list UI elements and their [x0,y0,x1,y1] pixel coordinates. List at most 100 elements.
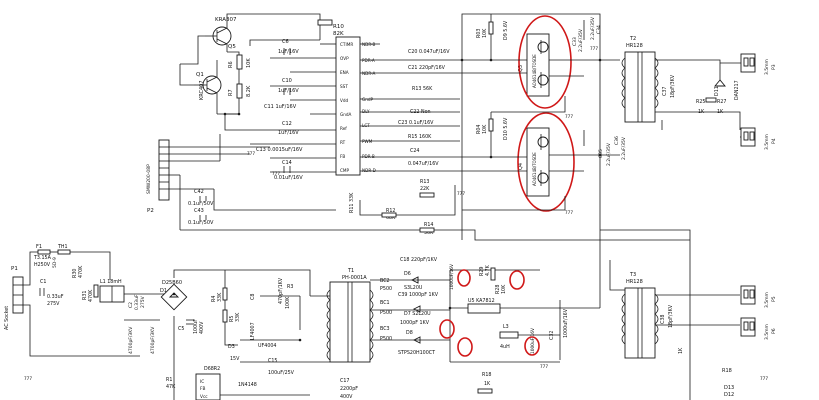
ic-pin-cmp: CMP [340,168,350,173]
value-c3: 4700pF/3KV [128,326,134,354]
ic-pin-vdd: Vdd [340,98,349,103]
label-r15: R15 160K [408,134,432,140]
label-p4-size: 3.5mm [764,134,770,150]
label-r13b: R13 [420,179,429,185]
label-c8: C8 [250,294,256,300]
label-r7: R7 [228,89,234,96]
label-p5: P5 [771,296,777,302]
value-r31: 470K [88,289,94,302]
label-c2: C2 [128,302,134,308]
value-c8: 470pF/1KV [278,277,284,304]
value-r28: 10K [501,284,507,294]
value-r5: 33K [235,312,241,322]
junction-dots [172,58,602,342]
value-c4: 4700pF/3KV [150,326,156,354]
transistor-q1: Q1 KRC407 [194,60,222,104]
top-left-wiring [179,13,321,131]
transformer-t1: T1 PH-0001A [310,268,374,363]
ic-pin-gnda: GndA [340,112,352,117]
label-f1: F1 [36,244,42,250]
label-r11: R11 33K [349,192,355,213]
value-th1: 5D-9 [52,257,58,268]
label-r4: R4 [211,296,217,302]
value-c12: 1uF/16V [278,130,299,136]
label-c13: C13 0.0015uF/16V [256,147,303,153]
value-c36: 2.2uF/35V [621,136,627,160]
label-r28: R28 [495,285,501,294]
value-r7: 8.2K [246,85,252,97]
ground-label-5: 777 [565,210,573,215]
highlight-ring-2 [509,270,525,290]
transformer-t3: T3 HR128 [621,272,659,359]
highlight-ring-5 [524,336,540,356]
value-c38: 18pF/3KV [668,304,674,328]
label-p3-size: 3.5mm [764,59,770,75]
mosfet-q3: R03 10K D9 5.6V Q3 AO4614B/TOSDE [476,15,572,109]
controller-ic: R10 82K CTIMR OVP ENA SST Vdd GndA Ref R… [317,19,376,176]
ground-label-4: 777 [565,114,573,119]
output-connectors: 3.5mm P3 3.5mm P4 3.5mm P5 3.5mm P6 R18 … [720,53,777,398]
ground-label-1: 777 [247,151,255,156]
ac-input: P1 AC Socket F1 T3.15A H250V TH1 5D-9 C1… [4,244,165,357]
value-c25: 1000uF/16V [449,264,455,290]
ic-pin-ndr-b: NDR-B [362,42,375,47]
label-c22: C22 Non [410,109,431,115]
label-c42: C42 [194,189,204,195]
resistor-r6-r7: R6 10K R7 8.2K [228,54,252,99]
label-d6: D6 [404,271,411,277]
label-c23: C23 0.1uF/16V [398,120,434,126]
label-d7: LF4007 [250,322,256,340]
label-kra307: KRA307 [215,17,237,23]
label-p6: P6 [771,328,777,334]
label-d11: D11 [714,86,720,96]
label-r03: R03 [476,29,482,38]
highlight-ring-1 [457,269,471,287]
part-t2: HR128 [626,43,643,49]
value-r3: 100K [285,296,291,309]
label-bc3: BC3 [380,326,390,332]
connector-p2: SMW200-08P P2 C42 0.1uF/50V C43 0.1uF/50… [146,134,336,230]
label-l1: L1 18mH [100,279,122,285]
ic-right-passives: C20 0.047uF/16V C21 220pF/16V R13 56K C2… [180,43,690,241]
value-c42: 0.1uF/50V [188,201,214,207]
value-c2: 0.33uF [134,294,140,310]
value-c9: 1uF/16V [278,49,299,55]
part-q3: AO4614B/TOSDE [532,54,537,88]
ic-pin-gndp: GndP [362,97,374,102]
label-t3: T3 [629,272,636,278]
ic-pin-lct: LCT [362,123,370,128]
label-c10: C10 [282,78,292,84]
value-c5-rating: 400V [199,321,205,334]
value-c14: 0.01uF/16V [274,175,303,181]
label-c21: C21 220pF/16V [408,65,446,71]
bridge-rectifier: D25B60 D1 C5 100uF 400V [160,269,311,400]
label-q1: Q1 [196,72,204,78]
label-t1: T1 [347,268,354,274]
label-d4: 1N4148 [238,382,257,388]
ic-pin-ref: Ref [340,126,347,131]
ic-left-passives: C6 1uF/16V C10 1uF/16V C11 1uF/16V C12 1… [250,39,336,181]
highlight-ring-4 [457,337,473,357]
value-c37: 18pF/3KV [670,74,676,98]
secondary-rectifiers: BC2 P500 BC1 P500 BC3 P500 C18 220pF/1KV… [370,257,540,362]
ic-pin-pdr-a: PDR-A [362,58,375,63]
label-r13: R13 56K [412,86,433,92]
label-c38: C38 [660,315,666,324]
label-q4: Q4 [518,163,524,170]
label-smw200: SMW200-08P [146,164,152,194]
value-d11: DAN217 [734,80,740,100]
mosfet-q4: R04 10K D10 5.6V Q4 AO4614B/TOSDE [476,112,575,212]
value-c24: 0.047uF/16V [408,161,439,167]
label-r10: R10 [333,24,344,30]
label-d2: UF4004 [258,343,276,349]
label-r5: R5 [229,316,235,322]
label-p1: P1 [11,266,18,272]
value-r14: 36K [424,230,434,236]
ic-pin-vcc: Vcc [200,394,208,400]
ic-pin-ovp: OVP [340,56,349,61]
value-bc3: P500 [380,336,392,342]
ic-pin-sst: SST [340,84,348,89]
value-r29: 4.7K [485,264,491,276]
label-r-bottom: R18 [722,368,732,374]
label-q5: Q5 [228,44,236,50]
